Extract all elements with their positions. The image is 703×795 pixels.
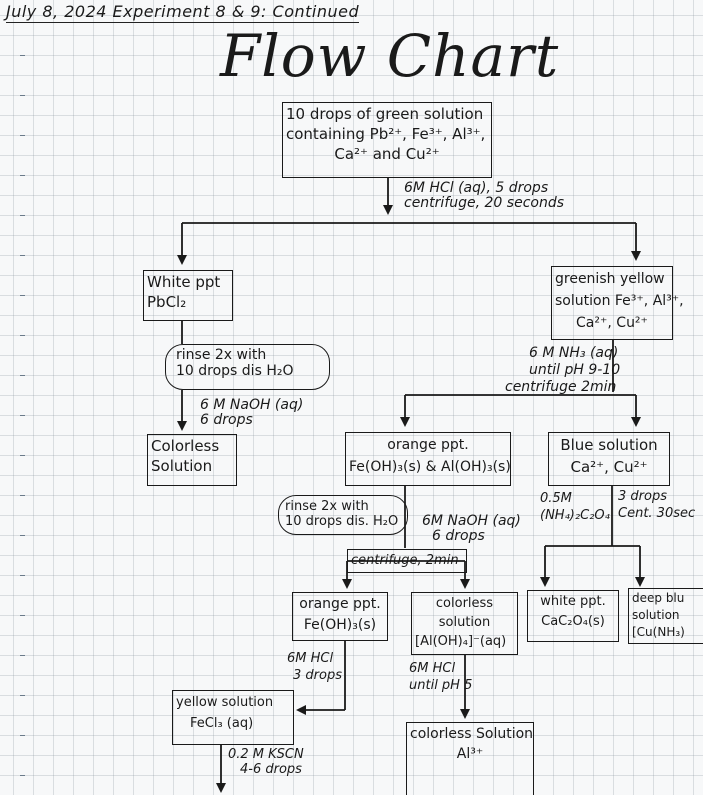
kscn-label: 0.2 M KSCN 4-6 drops <box>228 747 304 777</box>
rinse-step-pill: rinse 2x with 10 drops dis H₂O <box>165 344 330 390</box>
blue-solution-box: Blue solution Ca²⁺, Cu²⁺ <box>548 432 670 486</box>
hcl-ph5-label: 6M HCl until pH 5 <box>409 661 473 693</box>
orange-ppt-fe-box: orange ppt. Fe(OH)₃(s) <box>292 592 388 641</box>
white-ppt-oxalate-box: white ppt. CaC₂O₄(s) <box>527 590 619 642</box>
deep-blue-solution-box: deep blu solution [Cu(NH₃) <box>628 588 703 644</box>
oxalate-label: 0.5M (NH₄)₂C₂O₄ <box>540 491 610 523</box>
hcl-centrifuge-label: 6M HCl (aq), 5 drops centrifuge, 20 seco… <box>404 180 565 211</box>
nh3-label: 6 M NH₃ (aq) until pH 9-10 centrifuge 2m… <box>505 345 621 395</box>
white-ppt-box: White ppt PbCl₂ <box>143 270 233 321</box>
colorless-solution-box: Colorless Solution <box>147 434 237 486</box>
greenish-yellow-solution-box: greenish yellow solution Fe³⁺, Al³⁺, Ca²… <box>551 266 684 340</box>
page-title: Flow Chart <box>220 22 560 90</box>
naoh-label: 6 M NaOH (aq) 6 drops <box>200 397 304 428</box>
rinse-step-pill-2: rinse 2x with 10 drops dis. H₂O <box>278 495 408 535</box>
orange-ppt-box: orange ppt. Fe(OH)₃(s) & Al(OH)₃(s) <box>345 432 511 486</box>
page-header: July 8, 2024 Experiment 8 & 9: Continued <box>6 2 360 23</box>
yellow-solution-box: yellow solution FeCl₃ (aq) <box>172 690 294 745</box>
colorless-aluminate-box: colorless solution [Al(OH)₄]⁻(aq) <box>411 592 518 655</box>
hcl-3drops-label: 6M HCl 3 drops <box>287 651 342 683</box>
centrifuge-box: centrifuge, 2min <box>347 549 467 573</box>
naoh-label-2: 6M NaOH (aq) 6 drops <box>422 513 521 544</box>
start-sample-box: 10 drops of green solution containing Pb… <box>282 102 492 178</box>
centrifuge-30sec-label: 3 drops Cent. 30sec <box>618 489 696 521</box>
colorless-al-solution-box: colorless Solution Al³⁺ <box>406 722 534 795</box>
